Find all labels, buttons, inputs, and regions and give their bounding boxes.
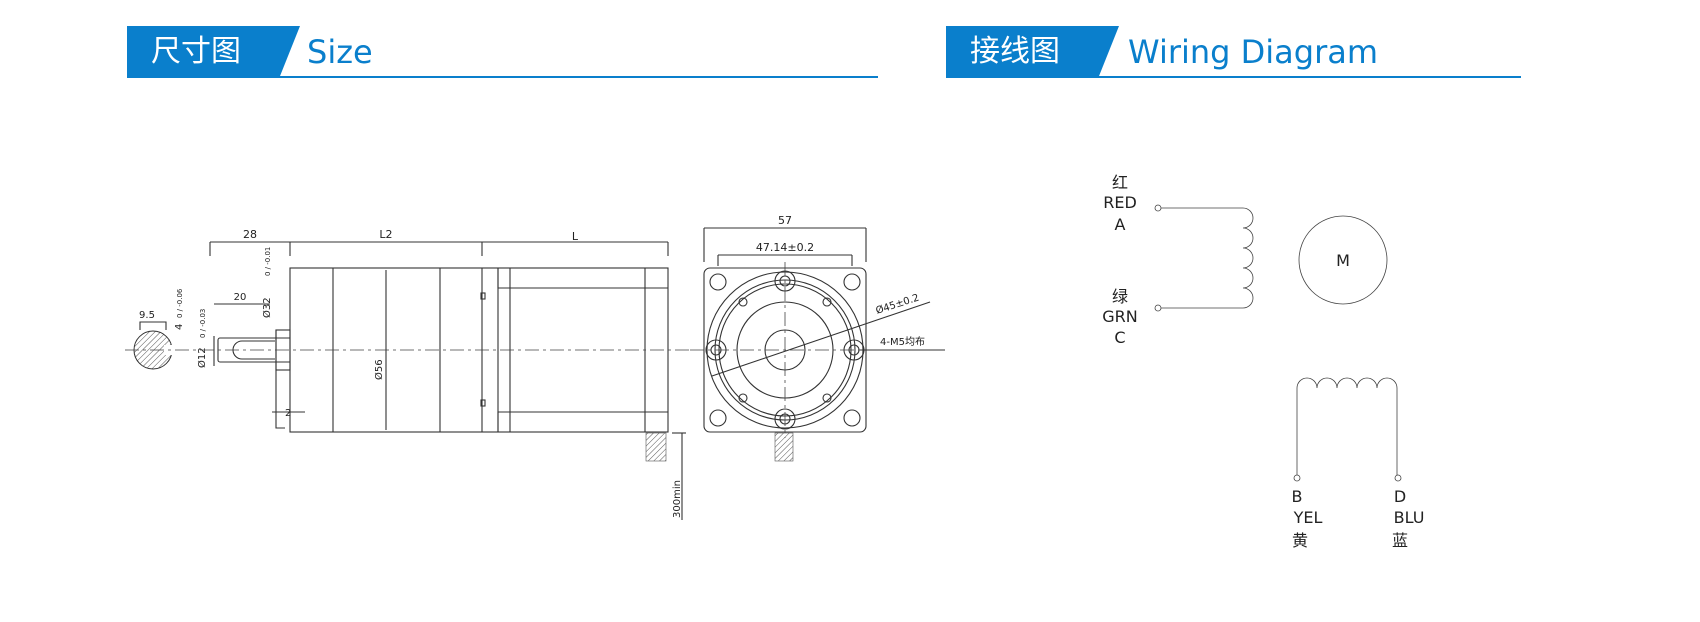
size-header: 尺寸图 Size bbox=[127, 26, 878, 78]
phase-b-color: YEL bbox=[1293, 508, 1323, 527]
wiring-title-cn: 接线图 bbox=[946, 26, 1119, 78]
size-title-cn: 尺寸图 bbox=[127, 26, 300, 78]
terminal-b bbox=[1293, 474, 1301, 482]
coil-ac bbox=[1161, 207, 1254, 309]
terminal-a bbox=[1154, 204, 1162, 212]
wiring-header-rule bbox=[946, 76, 1521, 78]
dim-holes: 4-M5均布 bbox=[880, 336, 925, 348]
phase-a-letter: A bbox=[1115, 215, 1126, 234]
motor-label: M bbox=[1336, 251, 1350, 270]
dim-key-tol: 0 / -0.06 bbox=[176, 288, 184, 318]
size-title-en: Size bbox=[307, 33, 373, 71]
front-lead-wires bbox=[774, 432, 794, 462]
phase-c-cn: 绿 bbox=[1112, 287, 1128, 306]
dim-key: 4 bbox=[174, 324, 185, 330]
phase-c-letter: C bbox=[1114, 328, 1125, 347]
dim-shaft: Ø12 bbox=[196, 347, 208, 368]
phase-a-cn: 红 bbox=[1112, 173, 1128, 192]
wiring-diagram: 红 RED A 绿 GRN C M B YEL 黄 D BLU 蓝 bbox=[1102, 173, 1424, 550]
side-view: 28 L2 L Ø56 20 Ø32 0 / -0.01 Ø12 0 / -0.… bbox=[125, 228, 690, 520]
dim-pilot: Ø32 bbox=[261, 297, 273, 318]
front-view: 57 47.14±0.2 Ø45±0.2 4-M5均布 bbox=[690, 214, 945, 462]
dim-hole-spacing: 47.14±0.2 bbox=[756, 241, 814, 254]
motor-symbol bbox=[1298, 215, 1388, 305]
wiring-title-en: Wiring Diagram bbox=[1128, 33, 1379, 71]
dim-body: Ø56 bbox=[373, 359, 385, 380]
phase-b-cn: 黄 bbox=[1292, 531, 1308, 550]
dim-2: 2 bbox=[285, 408, 291, 419]
coil-bd bbox=[1296, 377, 1398, 475]
dim-pilot-tol: 0 / -0.01 bbox=[264, 247, 272, 276]
size-header-rule bbox=[127, 76, 878, 78]
dim-9-5: 9.5 bbox=[139, 310, 155, 321]
phase-b-letter: B bbox=[1292, 487, 1303, 506]
phase-d-color: BLU bbox=[1394, 508, 1425, 527]
dim-l: L bbox=[572, 230, 579, 243]
dim-20: 20 bbox=[234, 292, 247, 303]
lead-wires: 300min bbox=[645, 432, 686, 520]
dim-28: 28 bbox=[243, 228, 257, 241]
phase-d-letter: D bbox=[1394, 487, 1406, 506]
phase-c-color: GRN bbox=[1102, 307, 1137, 326]
dim-57: 57 bbox=[778, 214, 792, 227]
dim-lead: 300min bbox=[672, 480, 683, 518]
terminal-c bbox=[1154, 304, 1162, 312]
terminal-d bbox=[1394, 474, 1402, 482]
phase-d-cn: 蓝 bbox=[1392, 531, 1408, 550]
dim-shaft-tol: 0 / -0.03 bbox=[199, 309, 207, 338]
phase-a-color: RED bbox=[1103, 193, 1137, 212]
wiring-header: 接线图 Wiring Diagram bbox=[946, 26, 1521, 78]
dim-l2: L2 bbox=[379, 228, 392, 241]
